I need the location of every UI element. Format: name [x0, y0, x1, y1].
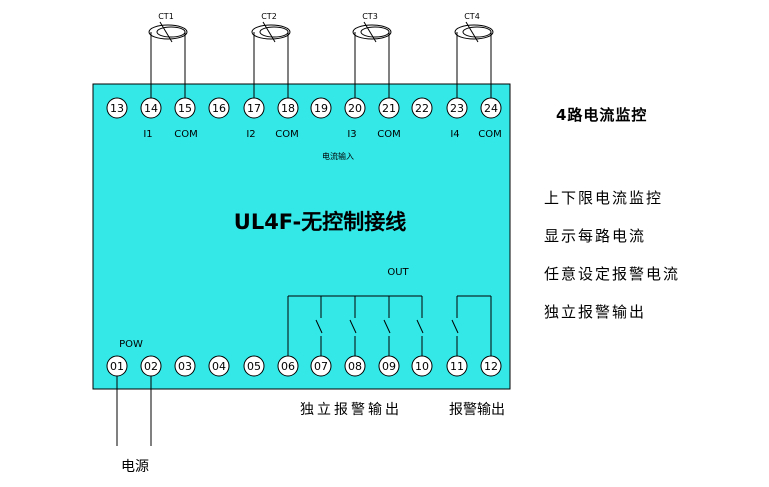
- label-com3: COM: [377, 129, 400, 140]
- out-label: OUT: [387, 267, 409, 278]
- svg-text:10: 10: [415, 360, 429, 373]
- svg-text:02: 02: [144, 360, 158, 373]
- terminal-04: 04: [208, 355, 230, 377]
- feature-3: 任意设定报警电流: [544, 265, 680, 283]
- label-com2: COM: [275, 129, 298, 140]
- svg-text:14: 14: [144, 102, 158, 115]
- terminal-06: 06: [277, 355, 299, 377]
- ct-coil-inner-2: [259, 26, 289, 38]
- svg-text:07: 07: [314, 360, 328, 373]
- svg-text:19: 19: [314, 102, 328, 115]
- ct-label-2: CT2: [261, 12, 277, 21]
- terminal-02: 02: [140, 355, 162, 377]
- terminal-24: 24: [480, 97, 502, 119]
- svg-text:09: 09: [382, 360, 396, 373]
- relay-switch-blade: [315, 319, 323, 334]
- module-box: [92, 83, 511, 390]
- terminal-22: 22: [411, 97, 433, 119]
- ct-coil-inner-4: [462, 26, 492, 38]
- terminal-14: 14: [140, 97, 162, 119]
- svg-text:04: 04: [212, 360, 226, 373]
- terminal-05: 05: [243, 355, 265, 377]
- terminal-09: 09: [378, 355, 400, 377]
- terminal-10: 10: [411, 355, 433, 377]
- ct-coil-inner-3: [360, 26, 390, 38]
- terminal-03: 03: [174, 355, 196, 377]
- svg-text:13: 13: [110, 102, 124, 115]
- features-heading: 4路电流监控: [556, 106, 647, 124]
- svg-text:20: 20: [348, 102, 362, 115]
- terminal-07: 07: [310, 355, 332, 377]
- label-com4: COM: [478, 129, 501, 140]
- alarm-output-label: 报警输出: [449, 402, 505, 418]
- pow-label: POW: [119, 339, 143, 350]
- relay-switch-blade: [416, 319, 424, 334]
- terminal-11: 11: [446, 355, 468, 377]
- svg-text:03: 03: [178, 360, 192, 373]
- svg-text:18: 18: [281, 102, 295, 115]
- feature-2: 显示每路电流: [544, 227, 646, 245]
- bottom-terminal-row: 01 02 03 04 05 06 07 08 09 10 11 12: [106, 355, 502, 377]
- svg-text:22: 22: [415, 102, 429, 115]
- ct-coil-2: [251, 24, 291, 40]
- power-label: 电源: [121, 459, 149, 475]
- independent-alarm-output-label: 独立报警输出: [300, 402, 402, 418]
- terminal-23: 23: [446, 97, 468, 119]
- ct-coil-inner-1: [156, 26, 186, 38]
- label-i3: I3: [347, 129, 356, 140]
- svg-text:24: 24: [484, 102, 498, 115]
- terminal-17: 17: [243, 97, 265, 119]
- svg-text:01: 01: [110, 360, 124, 373]
- current-transformers: CT1 CT2 CT3 CT4: [148, 12, 494, 40]
- svg-text:11: 11: [450, 360, 464, 373]
- ct-coil-4: [454, 24, 494, 40]
- terminal-01: 01: [106, 355, 128, 377]
- top-terminal-row: 13 14 15 16 17 18 19 20 21 22 23 24: [106, 97, 502, 119]
- ct-coil-1: [148, 24, 188, 40]
- terminal-15: 15: [174, 97, 196, 119]
- terminal-21: 21: [378, 97, 400, 119]
- ct-coil-3: [352, 24, 392, 40]
- terminal-12: 12: [480, 355, 502, 377]
- ct-label-4: CT4: [464, 12, 480, 21]
- terminal-13: 13: [106, 97, 128, 119]
- svg-text:08: 08: [348, 360, 362, 373]
- svg-text:12: 12: [484, 360, 498, 373]
- svg-text:23: 23: [450, 102, 464, 115]
- svg-text:15: 15: [178, 102, 192, 115]
- svg-text:05: 05: [247, 360, 261, 373]
- feature-1: 上下限电流监控: [544, 189, 663, 207]
- svg-text:06: 06: [281, 360, 295, 373]
- terminal-18: 18: [277, 97, 299, 119]
- relay-switch-blade: [383, 319, 391, 334]
- ct-label-3: CT3: [362, 12, 378, 21]
- module-title: UL4F-无控制接线: [234, 210, 406, 234]
- feature-4: 独立报警输出: [544, 303, 646, 321]
- alarm-relay-blade: [451, 319, 459, 334]
- svg-text:16: 16: [212, 102, 226, 115]
- terminal-20: 20: [344, 97, 366, 119]
- svg-text:21: 21: [382, 102, 396, 115]
- label-i4: I4: [450, 129, 459, 140]
- label-i1: I1: [143, 129, 152, 140]
- terminal-08: 08: [344, 355, 366, 377]
- label-i2: I2: [246, 129, 255, 140]
- label-com1: COM: [174, 129, 197, 140]
- relay-switch-blade: [349, 319, 357, 334]
- terminal-19: 19: [310, 97, 332, 119]
- svg-text:17: 17: [247, 102, 261, 115]
- current-input-label: 电流输入: [322, 151, 354, 161]
- terminal-16: 16: [208, 97, 230, 119]
- ct-label-1: CT1: [158, 12, 174, 21]
